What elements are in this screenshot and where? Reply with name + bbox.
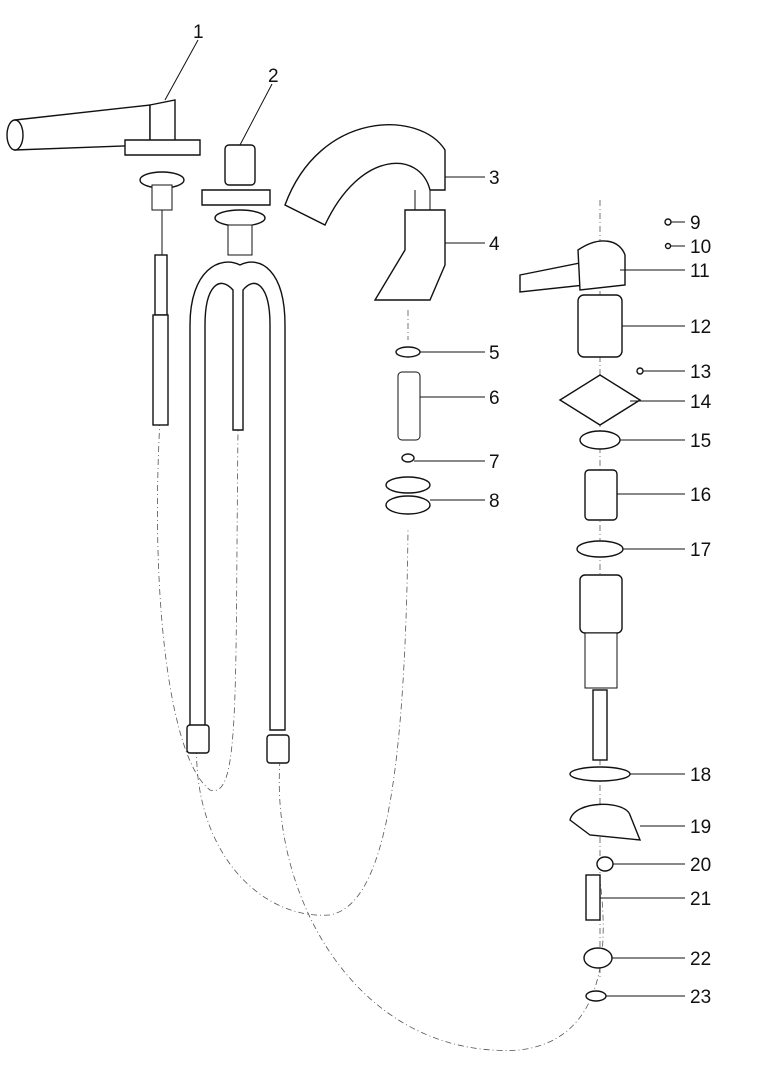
part-label-4: 4 — [489, 234, 500, 255]
part-4-spout-base — [373, 209, 446, 301]
part-label-10: 10 — [690, 237, 711, 258]
part-label-23: 23 — [690, 987, 711, 1008]
part-label-21: 21 — [690, 889, 711, 910]
parts-9-23-mixer-assembly — [519, 218, 672, 1002]
part-label-5: 5 — [489, 343, 500, 364]
parts-5-8-spout-fixings — [385, 346, 431, 515]
assembly-paths — [157, 200, 604, 1051]
part-label-12: 12 — [690, 317, 711, 338]
part-label-6: 6 — [489, 388, 500, 409]
part-label-9: 9 — [690, 213, 701, 234]
part-label-15: 15 — [690, 431, 711, 452]
leader-lines — [164, 39, 685, 997]
part-label-17: 17 — [690, 540, 711, 561]
part-label-1: 1 — [193, 22, 204, 43]
part-label-7: 7 — [489, 452, 500, 473]
part-3-spout — [284, 124, 446, 226]
part-label-13: 13 — [690, 362, 711, 383]
part-label-14: 14 — [690, 392, 712, 413]
part-number-labels: 1 2 3 4 5 6 7 8 9 10 11 12 13 14 15 16 1… — [193, 22, 712, 1008]
part-label-16: 16 — [690, 485, 711, 506]
part-label-19: 19 — [690, 817, 711, 838]
part-label-3: 3 — [489, 168, 500, 189]
part-label-8: 8 — [489, 491, 500, 512]
part-label-20: 20 — [690, 855, 711, 876]
part-2-diverter — [186, 144, 290, 764]
part-label-18: 18 — [690, 765, 711, 786]
part-label-22: 22 — [690, 949, 711, 970]
part-label-2: 2 — [268, 66, 279, 87]
part-1-hand-shower — [6, 99, 201, 426]
part-label-11: 11 — [690, 261, 710, 282]
